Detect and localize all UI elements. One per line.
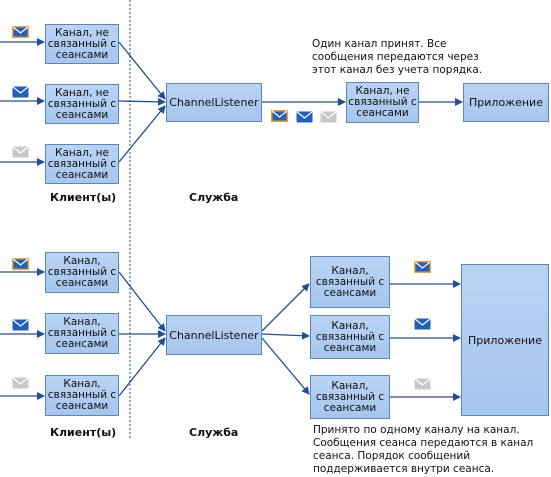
client-channel-box: Канал, связанный с сеансами — [45, 252, 119, 293]
message-envelope-icon — [296, 111, 313, 123]
service-label: Служба — [189, 191, 239, 204]
application-box: Приложение — [461, 264, 549, 416]
service-channel-box: Канал, связанный с сеансами — [310, 256, 390, 308]
message-envelope-icon — [12, 146, 29, 158]
channel-listener-box: ChannelListener — [166, 83, 262, 122]
service-label: Служба — [189, 426, 239, 439]
client-label: Клиент(ы) — [50, 426, 117, 439]
message-envelope-icon — [320, 111, 337, 123]
service-channel-box: Канал, связанный с сеансами — [310, 375, 390, 419]
message-envelope-icon — [12, 26, 29, 38]
top-note: Один канал принят. Все сообщения передаю… — [312, 38, 483, 76]
message-envelope-icon — [12, 319, 29, 331]
application-box: Приложение — [463, 83, 549, 122]
client-channel-box: Канал, не связанный с сеансами — [45, 144, 119, 184]
service-channel-box: Канал, не связанный с сеансами — [346, 82, 419, 123]
message-envelope-icon — [12, 377, 29, 389]
client-channel-box: Канал, связанный с сеансами — [45, 375, 119, 416]
message-envelope-icon — [12, 86, 29, 98]
message-envelope-icon — [414, 318, 431, 330]
message-envelope-icon — [12, 258, 29, 270]
service-channel-box: Канал, связанный с сеансами — [310, 315, 390, 359]
client-channel-box: Канал, связанный с сеансами — [45, 313, 119, 354]
bottom-note: Принято по одному каналу на канал. Сообщ… — [313, 424, 534, 475]
client-channel-box: Канал, не связанный с сеансами — [45, 84, 119, 124]
client-channel-box: Канал, не связанный с сеансами — [45, 24, 119, 64]
message-envelope-icon — [271, 110, 288, 122]
message-envelope-icon — [414, 261, 431, 273]
client-label: Клиент(ы) — [50, 191, 117, 204]
message-envelope-icon — [414, 378, 431, 390]
channel-listener-box: ChannelListener — [166, 315, 262, 355]
